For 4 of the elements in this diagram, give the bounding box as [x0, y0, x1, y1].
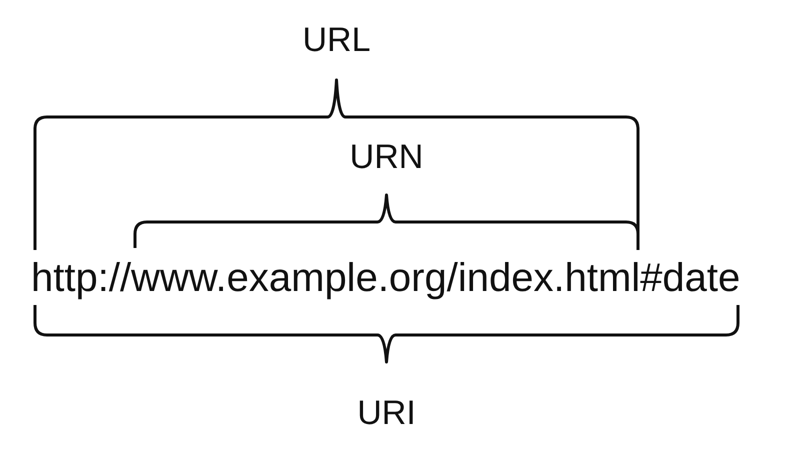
term-label: URI: [357, 393, 416, 433]
url-text: http://www.example.org/index.html#date: [31, 256, 740, 300]
term-label: URL: [302, 20, 371, 60]
term-label: URN: [350, 137, 424, 177]
